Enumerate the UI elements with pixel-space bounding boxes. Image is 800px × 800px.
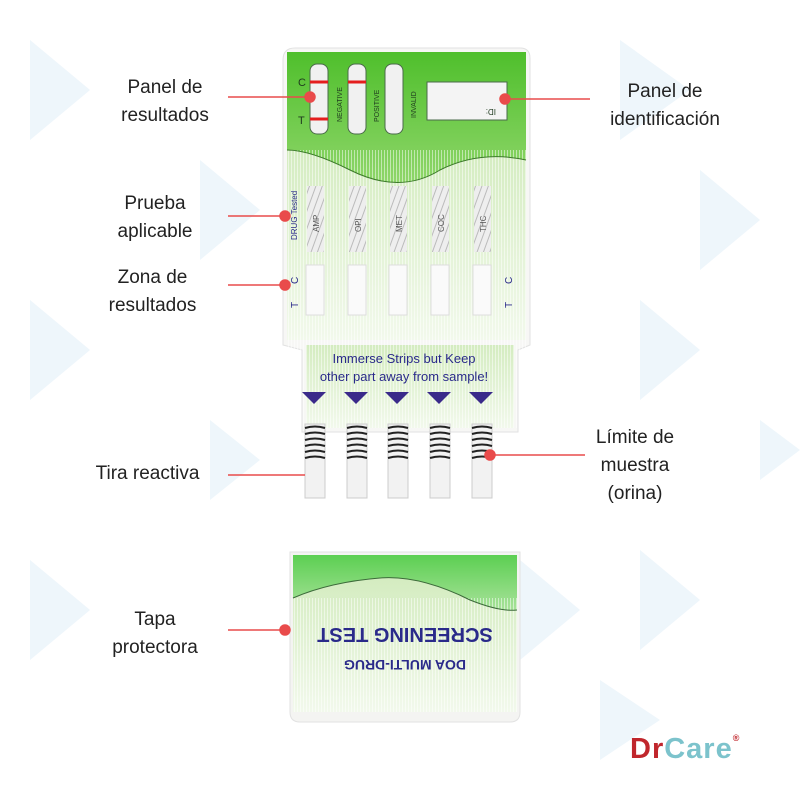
control-letter: C: [298, 77, 306, 89]
drug-code: AMP: [312, 215, 321, 232]
test-letter: T: [298, 115, 305, 127]
positive-label: POSITIVE: [374, 89, 381, 122]
strip-wave: [429, 425, 451, 429]
brand-care: Care: [664, 733, 733, 765]
strip-wave: [304, 431, 326, 435]
result-zone-window: [305, 264, 325, 316]
zone-c-left: C: [290, 277, 301, 284]
down-arrow-icon: [427, 392, 451, 404]
strip-wave: [471, 425, 493, 429]
result-zone-window: [388, 264, 408, 316]
instruction-line-1: Immerse Strips but Keep: [332, 351, 475, 366]
strip-wave: [346, 437, 368, 441]
label-line: Panel de: [127, 77, 203, 98]
strip-wave: [304, 443, 326, 447]
pointer-lines: [228, 91, 590, 636]
strip-wave: [387, 449, 409, 453]
negative-label: NEGATIVE: [337, 87, 344, 122]
test-strip: [429, 423, 451, 499]
strip-wave: [471, 443, 493, 447]
registered-mark: ®: [732, 733, 741, 743]
zone-t-right: T: [504, 302, 515, 308]
invalid-label: INVALID: [411, 91, 418, 118]
drug-code: COC: [437, 214, 446, 232]
drug-code: THC: [479, 215, 488, 232]
label-line: muestra: [600, 455, 670, 476]
strip-wave: [346, 431, 368, 435]
strip-wave: [429, 449, 451, 453]
strip-wave: [387, 455, 409, 459]
protective-cap: SCREENING TEST DOA MULTI-DRUG: [289, 551, 521, 723]
drug-label-texture: [390, 186, 407, 252]
instruction-line-2: other part away from sample!: [320, 369, 488, 384]
label-protective-cap: Tapa protectora: [100, 606, 210, 662]
cap-subtitle: DOA MULTI-DRUG: [344, 657, 466, 673]
result-zone-window: [347, 264, 367, 316]
strip-wave: [387, 437, 409, 441]
strip-wave: [387, 443, 409, 447]
label-results-panel: Panel de resultados: [95, 74, 235, 130]
label-line: Prueba: [124, 193, 186, 214]
strip-wave: [304, 455, 326, 459]
label-line: Panel de: [627, 81, 703, 102]
label-test-strip: Tira reactiva: [95, 463, 200, 484]
drug-tested-label: DRUG Tested: [290, 191, 299, 240]
strip-wave: [471, 431, 493, 435]
test-strip: [387, 423, 409, 499]
positive-window: [347, 63, 367, 135]
drug-label-texture: [432, 186, 449, 252]
label-line: identificación: [610, 109, 720, 130]
drug-code: OPI: [354, 218, 363, 232]
label-line: Zona de: [117, 267, 188, 288]
brand-dr: Dr: [630, 733, 665, 765]
label-line: protectora: [112, 637, 198, 658]
down-arrow-icon: [344, 392, 368, 404]
strip-wave: [429, 437, 451, 441]
label-line: Límite de: [595, 427, 675, 448]
test-strip: [346, 423, 368, 499]
label-line: resultados: [121, 105, 209, 126]
zone-t-left: T: [290, 302, 301, 308]
label-line: aplicable: [117, 221, 193, 242]
label-results-zone: Zona de resultados: [90, 264, 215, 320]
label-line: Tapa: [134, 609, 176, 630]
label-line: (orina): [607, 483, 663, 504]
strip-wave: [346, 425, 368, 429]
label-applicable-test: Prueba aplicable: [95, 190, 215, 246]
down-arrow-icon: [385, 392, 409, 404]
strip-wave: [346, 455, 368, 459]
test-strip: [471, 423, 493, 499]
strip-wave: [471, 437, 493, 441]
label-line: resultados: [108, 295, 197, 316]
brand-logo: DrCare®: [630, 733, 740, 766]
down-arrow-icon: [469, 392, 493, 404]
drug-code: MET: [395, 215, 404, 232]
label-sample-limit: Límite de muestra (orina): [575, 424, 695, 508]
strip-wave: [346, 449, 368, 453]
drug-label-texture: [474, 186, 491, 252]
strip-wave: [304, 449, 326, 453]
invalid-window: [384, 63, 404, 135]
strip-wave: [429, 455, 451, 459]
down-arrow-icon: [302, 392, 326, 404]
drug-label-texture: [349, 186, 366, 252]
strip-wave: [346, 443, 368, 447]
id-label: ID:: [486, 107, 496, 116]
strip-wave: [304, 437, 326, 441]
cap-title: SCREENING TEST: [317, 623, 493, 645]
zone-c-right: C: [504, 277, 515, 284]
test-strip: [304, 423, 326, 499]
strip-wave: [387, 431, 409, 435]
strip-wave: [429, 431, 451, 435]
result-zone-window: [430, 264, 450, 316]
label-id-panel: Panel de identificación: [590, 78, 740, 134]
drug-label-texture: [307, 186, 324, 252]
strip-wave: [429, 443, 451, 447]
strip-wave: [387, 425, 409, 429]
strip-wave: [304, 425, 326, 429]
result-zone-window: [472, 264, 492, 316]
